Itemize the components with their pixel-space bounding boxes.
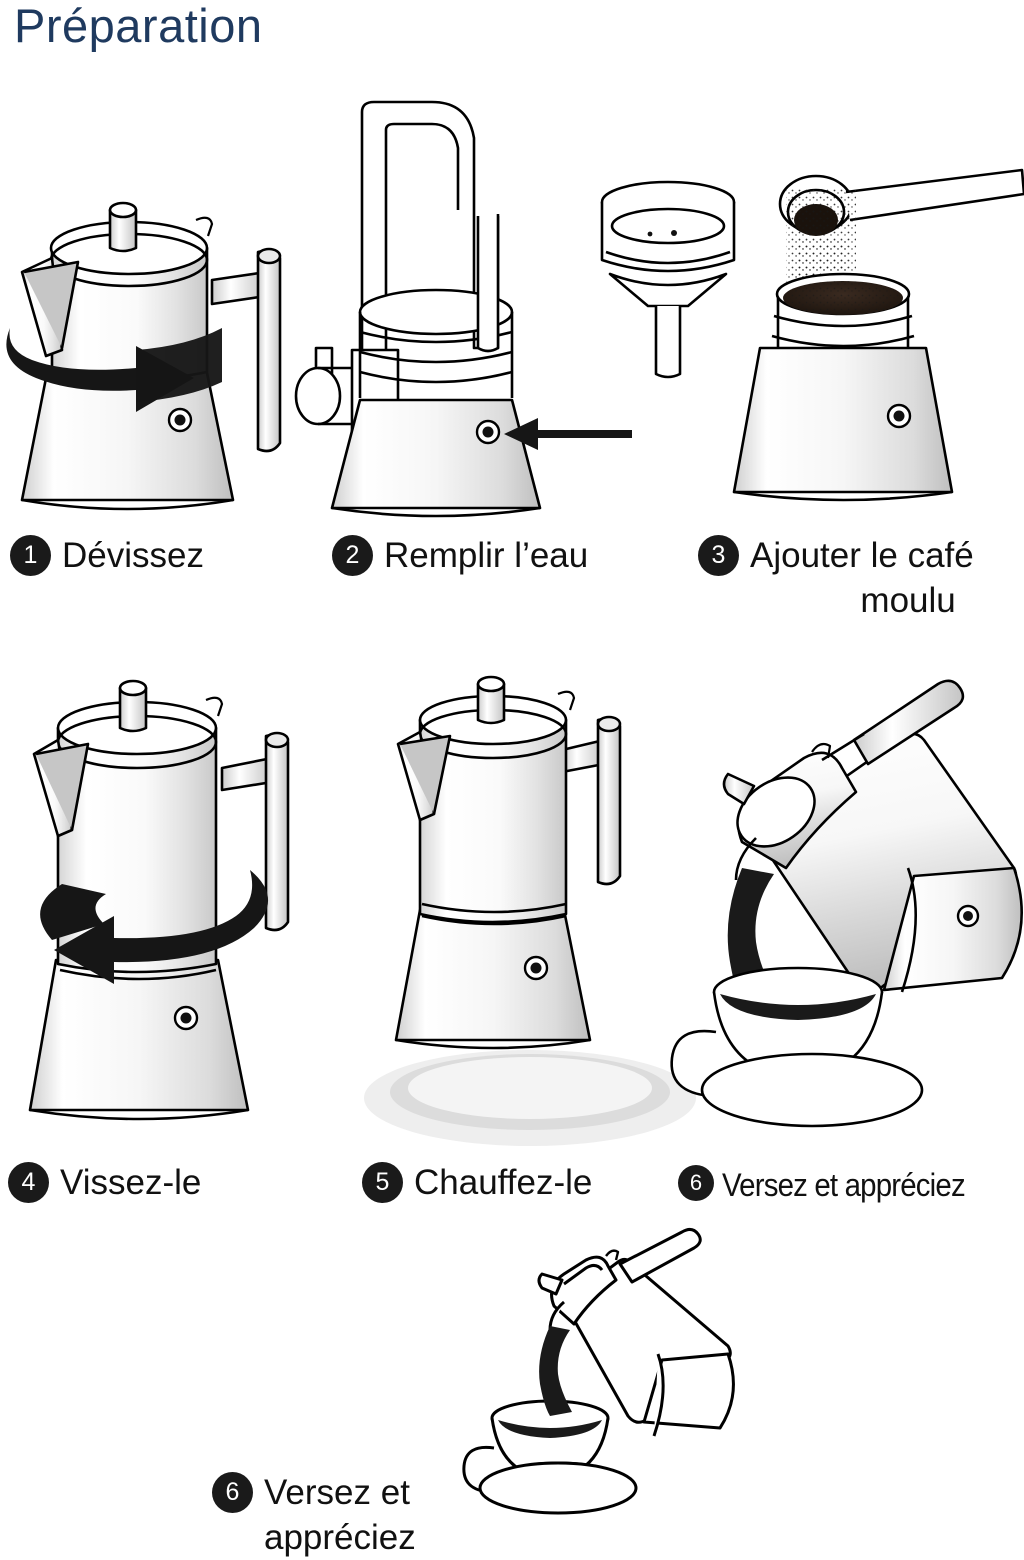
step-5-illustration xyxy=(372,675,702,1150)
step-1-badge: 1 xyxy=(10,535,51,576)
step-2-illustration xyxy=(292,100,692,520)
coffee-stream-outline xyxy=(539,1326,572,1416)
step-4-label: Vissez-le xyxy=(60,1163,202,1202)
step-6-repeat-caption: 6 Versez et appréciez xyxy=(212,1470,416,1560)
pot-spout xyxy=(20,256,80,358)
tilted-moka-pot-outline xyxy=(537,1227,735,1437)
step-1-label: Dévissez xyxy=(62,536,204,575)
step-6-badge: 6 xyxy=(678,1165,714,1201)
step-6-repeat-label-line2: appréciez xyxy=(264,1518,416,1557)
step-6-label: Versez et appréciez xyxy=(722,1167,966,1203)
step-5-caption: 5 Chauffez-le xyxy=(362,1160,592,1205)
safety-valve xyxy=(173,1005,199,1031)
coffee-cup-outline xyxy=(462,1399,638,1515)
lid-knob xyxy=(118,679,148,733)
step-4-caption: 4 Vissez-le xyxy=(8,1160,201,1205)
step-6-repeat-label: Versez et xyxy=(264,1473,410,1512)
step-3-caption: 3 Ajouter le café moulu xyxy=(698,533,974,623)
rotation-arrow-counterclockwise xyxy=(40,870,269,984)
step-3-label-line2: moulu xyxy=(860,581,956,620)
safety-valve xyxy=(475,419,501,445)
pot-spout xyxy=(32,738,90,838)
step-6-illustration xyxy=(616,679,1024,1140)
pot-base xyxy=(394,908,592,1050)
step-1-illustration xyxy=(0,100,320,520)
lid-knob xyxy=(476,675,506,725)
safety-valve xyxy=(523,955,549,981)
step-3-badge: 3 xyxy=(698,535,739,576)
step-3-label: Ajouter le café xyxy=(750,536,974,575)
step-4-badge: 4 xyxy=(8,1162,49,1203)
page-title: Préparation xyxy=(14,0,263,52)
step-1-caption: 1 Dévissez xyxy=(10,533,204,578)
step-3-illustration xyxy=(700,140,1024,510)
coffee-in-cup-outline xyxy=(498,1420,602,1438)
step-6-caption: 6 Versez et appréciez xyxy=(678,1163,986,1208)
pot-handle xyxy=(560,715,622,886)
step-1-safety-valve xyxy=(165,405,195,435)
step-5-label: Chauffez-le xyxy=(414,1163,593,1202)
pot-handle xyxy=(220,731,290,932)
rotation-arrow-clockwise xyxy=(6,328,222,412)
pot-handle xyxy=(210,247,282,453)
safety-valve xyxy=(886,403,912,429)
step-2-caption: 2 Remplir l’eau xyxy=(332,533,588,578)
water-stream xyxy=(476,216,500,353)
step-6-repeat-badge: 6 xyxy=(212,1472,253,1513)
valve-pointer-arrow xyxy=(504,418,632,450)
coffee-stream xyxy=(727,868,780,1008)
coffee-cup xyxy=(670,966,924,1128)
pot-base xyxy=(28,958,250,1121)
coffee-in-cup xyxy=(720,994,876,1020)
step-2-label: Remplir l’eau xyxy=(384,536,589,575)
stove-ring xyxy=(360,1040,700,1150)
pot-upper-chamber xyxy=(56,700,218,974)
filter-funnel-illustration xyxy=(588,178,758,379)
pot-spout xyxy=(396,730,452,822)
step-6-repeat-illustration xyxy=(446,1227,766,1536)
step-4-illustration xyxy=(0,670,330,1150)
lid-knob xyxy=(108,201,138,253)
safety-valve xyxy=(956,904,980,928)
step-5-badge: 5 xyxy=(362,1162,403,1203)
step-2-badge: 2 xyxy=(332,535,373,576)
tilted-moka-pot xyxy=(722,679,1023,994)
pot-upper-chamber xyxy=(418,694,568,926)
